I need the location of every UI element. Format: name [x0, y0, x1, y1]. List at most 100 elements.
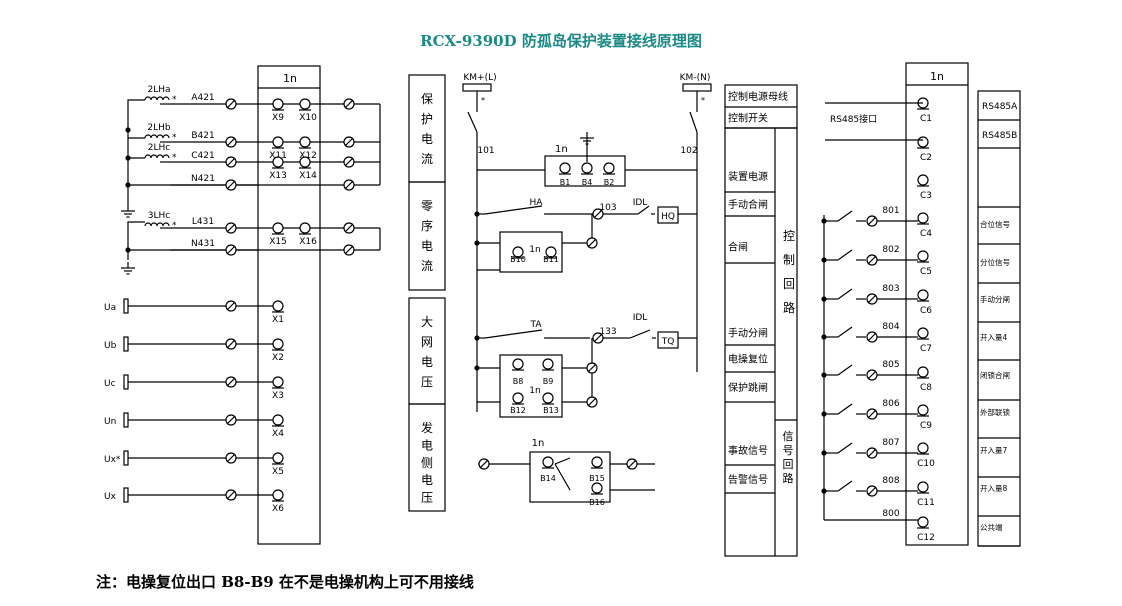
ct-label: 2LHb — [147, 123, 171, 133]
terminal-label: C7 — [920, 344, 932, 354]
legend-text-char: 零 — [421, 199, 433, 213]
input-contact — [837, 288, 853, 300]
terminal-label: X3 — [272, 391, 284, 401]
legend-side-text-char: 信 — [783, 430, 794, 443]
terminal-connector-slash — [226, 415, 236, 425]
terminal-connector-slash — [627, 459, 637, 469]
input-contact — [837, 364, 853, 376]
terminal-label: X1 — [272, 315, 284, 325]
terminal-label: B8 — [513, 377, 524, 386]
page-title: RCX-9390D 防孤岛保护装置接线原理图 — [420, 32, 702, 50]
terminal-connector-slash — [344, 245, 354, 255]
terminal-connector-slash — [226, 137, 236, 147]
block-label: 1n — [529, 245, 540, 255]
terminal-label: X13 — [269, 171, 287, 181]
terminal-label: B12 — [510, 406, 526, 415]
terminal-connector-slash — [226, 223, 236, 233]
wire-label: L431 — [192, 217, 214, 227]
terminal-connector-slash — [867, 409, 877, 419]
legend-row-label: 装置电源 — [728, 170, 768, 183]
voltage-label: Uc — [104, 379, 116, 389]
legend-text-char: 电 — [421, 438, 433, 452]
terminal-label: B16 — [589, 498, 605, 507]
device-terminal — [272, 376, 284, 388]
voltage-source-icon — [123, 487, 129, 503]
legend-row-label: 事故信号 — [728, 444, 768, 457]
terminal-label: X9 — [272, 113, 284, 123]
ct-label: 2LHc — [148, 143, 171, 153]
terminal-block-b8 — [499, 354, 563, 418]
wire-label: C421 — [191, 151, 214, 161]
block-label: 1n — [532, 438, 545, 449]
block-label: 1n — [529, 386, 540, 396]
wire-label: N421 — [191, 174, 215, 184]
wire-label: A421 — [191, 93, 214, 103]
device-terminal — [272, 338, 284, 350]
device-terminal — [272, 222, 284, 234]
terminal-label: B15 — [589, 474, 605, 483]
relay-contact — [554, 457, 571, 465]
device-terminal — [542, 358, 554, 370]
terminal-label: C1 — [920, 114, 932, 124]
terminal-label: C10 — [917, 459, 935, 469]
polarity-mark: * — [172, 133, 177, 143]
device-terminal — [917, 481, 929, 493]
polarity-mark: * — [701, 96, 705, 105]
terminal-label: X11 — [269, 151, 287, 161]
block-label: 1n — [555, 144, 568, 155]
input-contact — [837, 326, 853, 338]
device-terminal — [272, 98, 284, 110]
device-terminal — [917, 404, 929, 416]
terminal-label: C6 — [920, 306, 932, 316]
voltage-label: Un — [104, 417, 116, 427]
terminal-connector-slash — [587, 363, 597, 373]
terminal-label: X10 — [299, 113, 317, 123]
input-contact — [837, 480, 853, 492]
legend-text-char: 电 — [421, 132, 433, 146]
device-terminal — [542, 456, 554, 468]
terminal-label: X12 — [299, 151, 317, 161]
terminal-label: C8 — [920, 383, 932, 393]
ct-coil-icon — [144, 154, 170, 159]
terminal-connector-slash — [344, 180, 354, 190]
terminal-connector-slash — [867, 486, 877, 496]
voltage-source-icon — [123, 374, 129, 390]
node-label: 103 — [599, 203, 616, 213]
device-terminal — [299, 222, 311, 234]
hq-coil — [657, 206, 679, 224]
terminal-label: X5 — [272, 467, 284, 477]
device-terminal — [917, 366, 929, 378]
legend-text-char: 保 — [421, 92, 433, 106]
signal-label: 闭锁合闸 — [980, 370, 1010, 380]
terminal-label: X16 — [299, 237, 317, 247]
terminal-label: B14 — [540, 474, 556, 483]
wire-number: 806 — [882, 399, 899, 409]
legend-row-label: 手动分闸 — [728, 327, 768, 340]
terminal-label: X6 — [272, 504, 284, 514]
ct-coil-icon — [144, 96, 170, 101]
signal-label: 外部联锁 — [980, 407, 1010, 417]
terminal-connector-slash — [344, 157, 354, 167]
coil-label: HQ — [661, 212, 675, 222]
signal-label: 分位信号 — [980, 257, 1010, 267]
legend-side-text-char: 号 — [783, 444, 794, 457]
ct-bus — [127, 99, 145, 130]
terminal-connector-slash — [587, 238, 597, 248]
input-contact — [837, 442, 853, 454]
terminal-label: C9 — [920, 421, 932, 431]
ct-coil-icon — [144, 134, 170, 139]
device-terminal — [272, 452, 284, 464]
junction-dot — [474, 211, 480, 217]
device-terminal — [299, 156, 311, 168]
junction-dot — [474, 335, 480, 341]
device-terminal — [591, 482, 603, 494]
idl-label: IDL — [633, 313, 648, 323]
signal-label: RS485A — [982, 102, 1018, 112]
device-terminal — [917, 174, 929, 186]
voltage-label: Ux — [104, 492, 117, 502]
legend-row-label: 告警信号 — [728, 473, 768, 486]
device-terminal — [512, 392, 524, 404]
legend-text-char: 护 — [421, 112, 433, 126]
terminal-label: X2 — [272, 353, 284, 363]
legend-side-text-char: 回 — [783, 277, 795, 291]
